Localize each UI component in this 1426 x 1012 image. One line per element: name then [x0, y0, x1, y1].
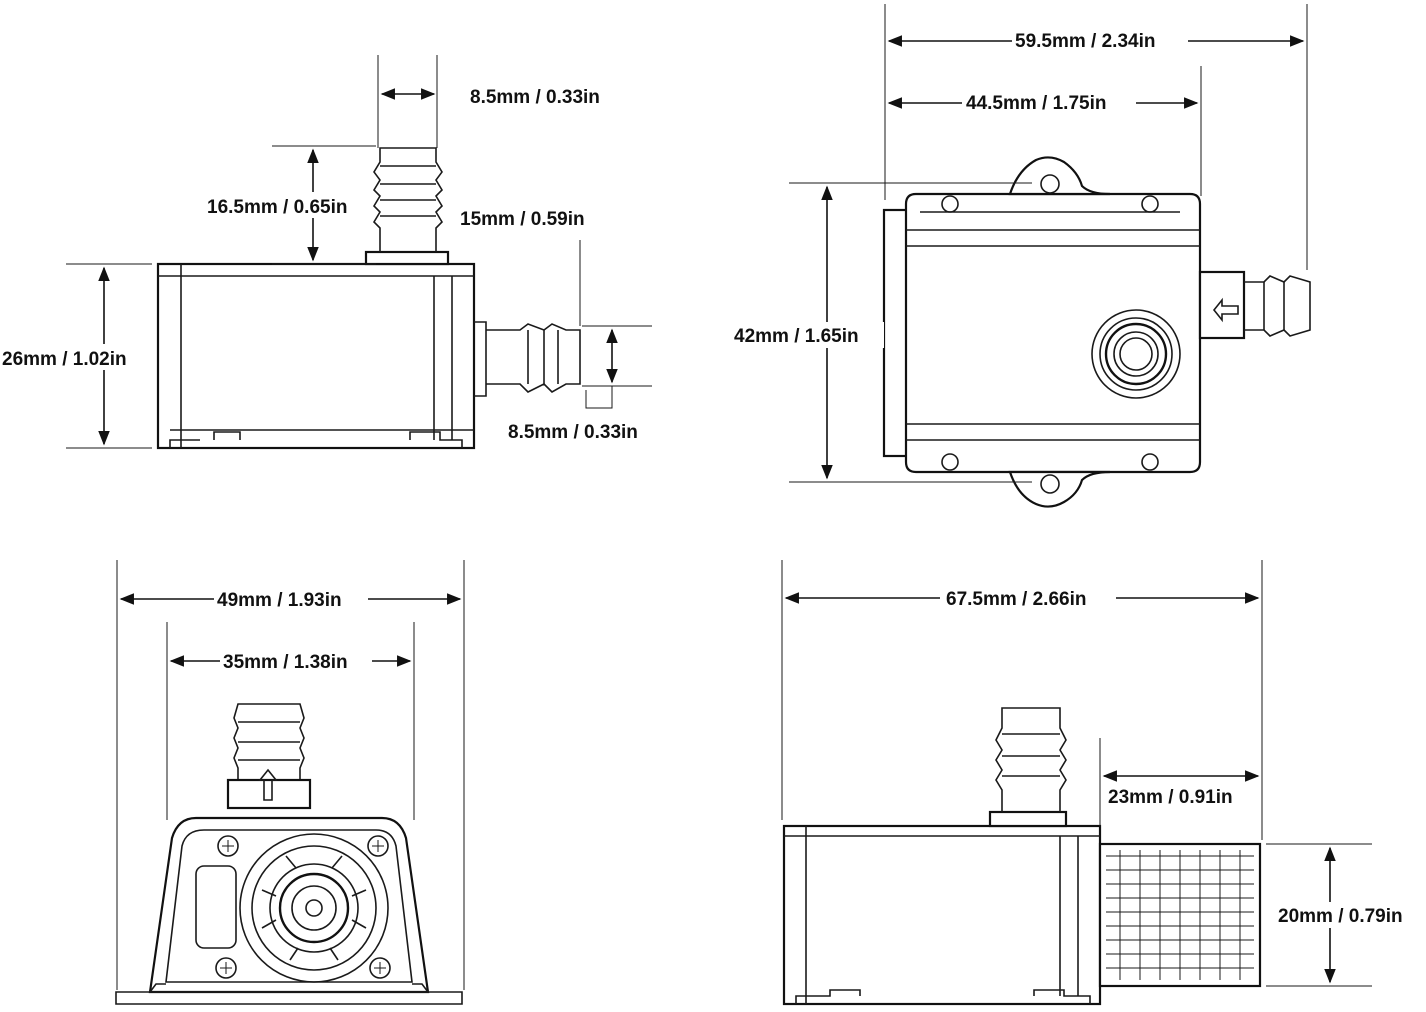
dim-overall-length-filter: 67.5mm / 2.66in	[946, 589, 1086, 610]
dim-overall-width-front: 49mm / 1.93in	[217, 590, 342, 611]
dim-top-barb-width: 8.5mm / 0.33in	[470, 87, 600, 108]
dim-filter-length: 23mm / 0.91in	[1108, 787, 1233, 808]
dim-side-barb-diameter: 8.5mm / 0.33in	[508, 422, 638, 443]
pump-body-top	[904, 192, 1202, 474]
top-barb-fitting	[364, 147, 450, 266]
front-barb-fitting	[226, 703, 312, 810]
side-view: 8.5mm / 0.33in 16.5mm / 0.65in 15mm / 0.…	[0, 55, 652, 450]
top-barb-filter-view	[988, 707, 1068, 828]
dim-overall-length-top: 59.5mm / 2.34in	[1015, 31, 1155, 52]
side-view-filter: 67.5mm / 2.66in 23mm / 0.91in 20mm / 0.7…	[781, 560, 1426, 1006]
filter-cage	[1098, 842, 1262, 988]
top-view: 59.5mm / 2.34in 44.5mm / 1.75in 42mm / 1…	[732, 4, 1311, 508]
side-barb-fitting	[474, 321, 581, 397]
dim-body-length-top: 44.5mm / 1.75in	[966, 93, 1106, 114]
dim-side-barb-length: 15mm / 0.59in	[460, 209, 585, 230]
up-arrow-icon	[258, 768, 278, 801]
inlet-port	[1091, 309, 1181, 399]
pump-body-side-filter	[782, 824, 1102, 1006]
impeller-inlet	[239, 833, 389, 983]
pump-body	[156, 262, 476, 450]
dim-top-barb-height: 16.5mm / 0.65in	[207, 197, 347, 218]
dim-filter-height: 20mm / 0.79in	[1278, 906, 1403, 927]
flow-arrow-icon	[1212, 297, 1239, 323]
dim-body-width-front: 35mm / 1.38in	[223, 652, 348, 673]
dim-body-height: 26mm / 1.02in	[2, 349, 127, 370]
front-view: 49mm / 1.93in 35mm / 1.38in	[115, 560, 465, 1005]
dim-body-width-top: 42mm / 1.65in	[734, 326, 859, 347]
outlet-barb	[1198, 270, 1311, 340]
pump-housing-front	[148, 816, 430, 994]
